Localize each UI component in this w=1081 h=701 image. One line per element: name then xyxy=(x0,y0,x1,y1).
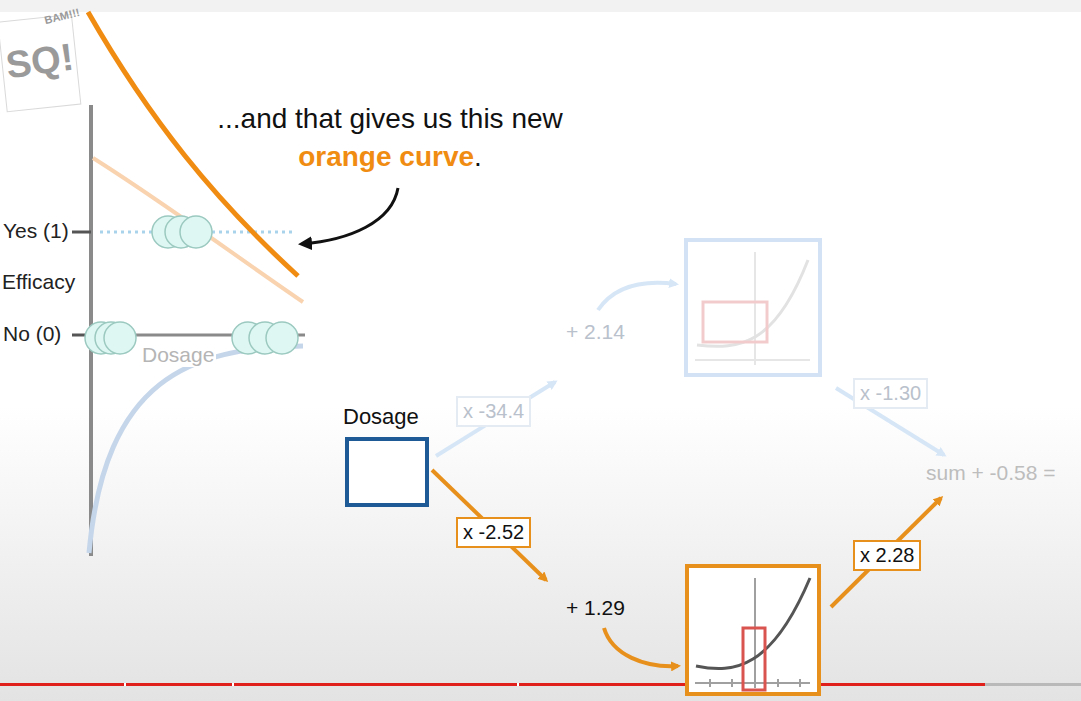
callout-text-part: ...and that gives us this new xyxy=(217,103,563,134)
callout-text: ...and that gives us this new orange cur… xyxy=(210,100,570,176)
input-square xyxy=(345,437,429,507)
orange-arrow xyxy=(432,470,546,580)
progress-bar xyxy=(0,683,985,686)
graph-ticks xyxy=(710,679,800,687)
logo-text: SQ! xyxy=(3,36,76,89)
faded-activation-box xyxy=(686,240,820,375)
top-band xyxy=(0,0,1081,12)
faded-range-box xyxy=(703,302,767,342)
callout-text-part: . xyxy=(474,141,482,172)
faded-graph-axis xyxy=(695,359,810,361)
progress-track xyxy=(0,683,1081,686)
logo-text: BAM!!! xyxy=(43,6,81,27)
blue-curve xyxy=(89,346,303,553)
axis-title: Dosage xyxy=(140,343,216,367)
range-box xyxy=(743,628,765,690)
weight-label: x -1.30 xyxy=(853,378,928,409)
callout-arrow xyxy=(302,188,398,244)
faded-graph-curve xyxy=(697,260,808,346)
orange-arrow xyxy=(831,498,941,607)
faded-orange-curve xyxy=(93,158,303,302)
logo-frame xyxy=(0,14,81,111)
axis-label: Yes (1) xyxy=(3,219,69,243)
sum-label: sum + -0.58 = xyxy=(926,461,1056,485)
weight-label: x -2.52 xyxy=(456,517,531,548)
axis-tick xyxy=(72,231,91,234)
weight-label: x 2.28 xyxy=(853,540,921,571)
orange-arrow xyxy=(604,628,678,666)
callout-text-part: orange curve xyxy=(298,141,474,172)
faded-arrow xyxy=(598,283,676,310)
logo-badge xyxy=(0,14,81,111)
graph-axis xyxy=(695,682,810,684)
faded-graph-axis xyxy=(754,252,756,365)
graph-curve xyxy=(696,578,810,669)
input-node: Dosage xyxy=(343,404,429,507)
axis-label: No (0) xyxy=(3,322,61,346)
axis-title: Efficacy xyxy=(2,270,75,294)
data-points xyxy=(85,216,298,354)
weight-label: x -34.4 xyxy=(456,396,531,427)
orange-curve xyxy=(88,12,298,276)
graph-axis xyxy=(754,578,756,688)
bias-label: + 2.14 xyxy=(566,320,625,344)
bias-label: + 1.29 xyxy=(566,596,625,620)
faded-arrow xyxy=(436,382,555,456)
node-label: Dosage xyxy=(343,404,429,429)
activation-box xyxy=(687,566,819,694)
progress-ticks xyxy=(124,683,519,686)
